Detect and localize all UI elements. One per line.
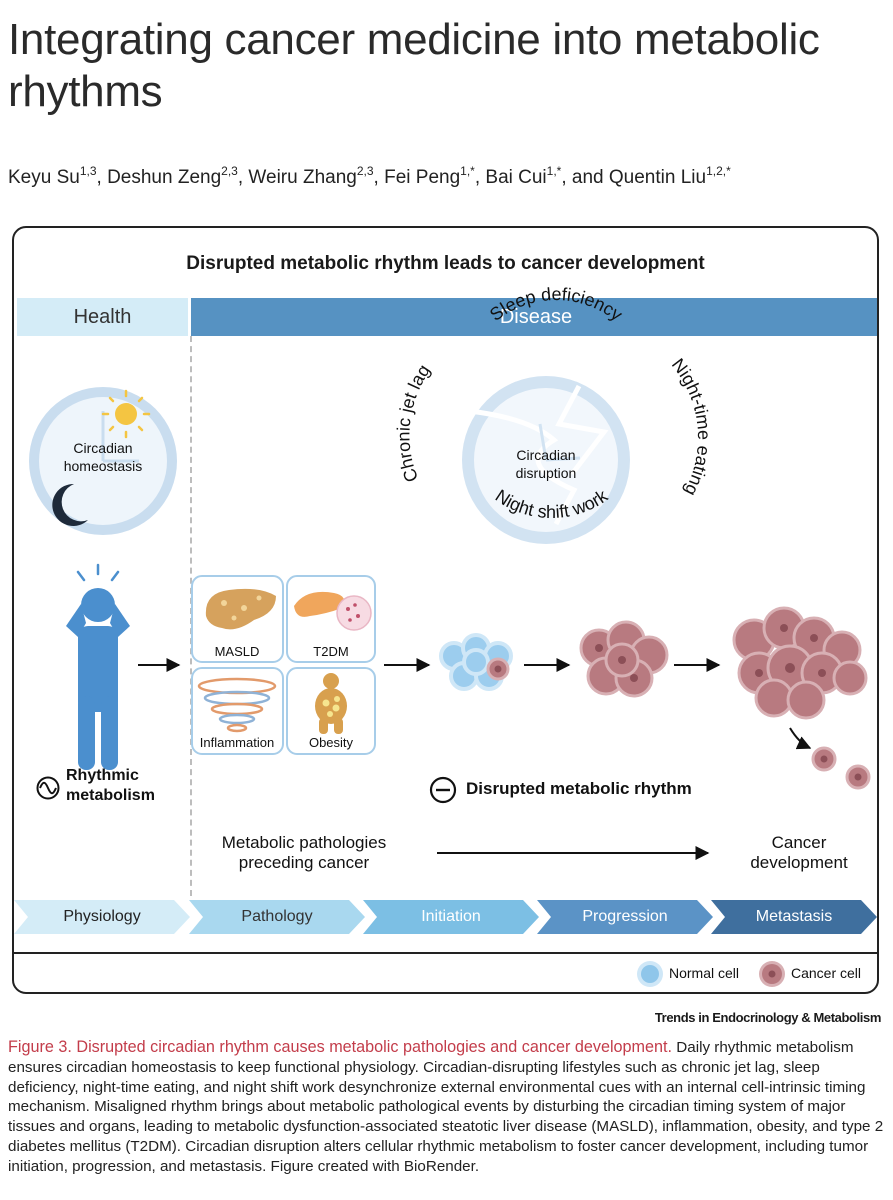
metastatic-cell — [845, 764, 871, 790]
journal-name: Trends in Endocrinology & Metabolism — [654, 1010, 882, 1025]
minus-circle-icon — [429, 776, 457, 804]
initiation-cell-cluster — [439, 633, 513, 691]
author-conjunction: and — [571, 167, 604, 188]
pathology-box-t2dm: T2DM — [286, 575, 376, 663]
stage-initiation: Initiation — [363, 900, 539, 934]
stressed-person-icon — [66, 563, 130, 770]
clock-icon — [29, 387, 177, 535]
legend-divider — [14, 952, 877, 954]
stage-physiology: Physiology — [14, 900, 190, 934]
author: Weiru Zhang2,3 — [248, 164, 374, 188]
cancer-cell-icon — [759, 961, 785, 987]
stage-pathology: Pathology — [189, 900, 365, 934]
disruptor-eating: Night-time eating — [668, 355, 714, 499]
author: Keyu Su1,3 — [8, 164, 97, 188]
figure-caption: Figure 3. Disrupted circadian rhythm cau… — [8, 1038, 886, 1177]
disease-bar: Disease — [191, 298, 877, 336]
sine-wave-icon — [36, 776, 60, 800]
author: Quentin Liu1,2,* — [608, 164, 731, 188]
svg-text:Obesity: Obesity — [309, 735, 354, 750]
author: Bai Cui1,* — [485, 164, 562, 188]
obesity-icon — [315, 673, 347, 734]
progression-tumor — [579, 620, 669, 698]
inflammation-icon — [197, 677, 277, 733]
metastasis-tumor — [732, 606, 868, 720]
arrow — [789, 727, 812, 750]
legend-normal-label: Normal cell — [669, 965, 740, 981]
stage-progression: Progression — [537, 900, 713, 934]
stage-metastasis: Metastasis — [711, 900, 877, 934]
metastatic-cell — [811, 746, 837, 772]
author: Fei Peng1,* — [384, 164, 475, 188]
moon-icon — [52, 483, 88, 526]
broken-clock-icon — [462, 376, 630, 544]
normal-cell-icon — [637, 961, 663, 987]
svg-text:T2DM: T2DM — [313, 644, 348, 659]
pathology-box-obesity: Obesity — [286, 667, 376, 755]
sun-icon — [101, 389, 151, 439]
disruption-label-line2: disruption — [516, 465, 577, 481]
pancreas-icon — [294, 591, 345, 617]
pathology-box-masld: MASLD — [191, 575, 284, 663]
author-list: Keyu Su1,3, Deshun Zeng2,3, Weiru Zhang2… — [8, 164, 731, 188]
legend-cancer-label: Cancer cell — [791, 965, 862, 981]
clock-label-line2: homeostasis — [64, 458, 143, 474]
figure-panel: Disrupted metabolic rhythm leads to canc… — [12, 226, 879, 994]
health-bar: Health — [17, 298, 188, 336]
paper-title: Integrating cancer medicine into metabol… — [8, 15, 820, 116]
disruption-label-line1: Circadian — [516, 447, 575, 463]
clock-label-line1: Circadian — [73, 440, 132, 456]
caption-title: Figure 3. Disrupted circadian rhythm cau… — [8, 1038, 673, 1056]
disruptor-sleep: Sleep deficiency — [486, 284, 626, 325]
figure-heading: Disrupted metabolic rhythm leads to canc… — [186, 253, 705, 274]
svg-text:Inflammation: Inflammation — [200, 735, 274, 750]
svg-text:MASLD: MASLD — [215, 644, 260, 659]
author: Deshun Zeng2,3 — [107, 164, 238, 188]
islet-icon — [336, 595, 372, 631]
pathology-box-inflammation: Inflammation — [191, 667, 284, 755]
figure-artwork: Circadian homeostasis Circadian disrupti… — [29, 284, 871, 860]
caption-body: Daily rhythmic metabolism ensures circad… — [8, 1039, 884, 1175]
legend: Normal cell Cancer cell — [635, 959, 865, 989]
disruptor-jetlag: Chronic jet lag — [393, 361, 433, 485]
